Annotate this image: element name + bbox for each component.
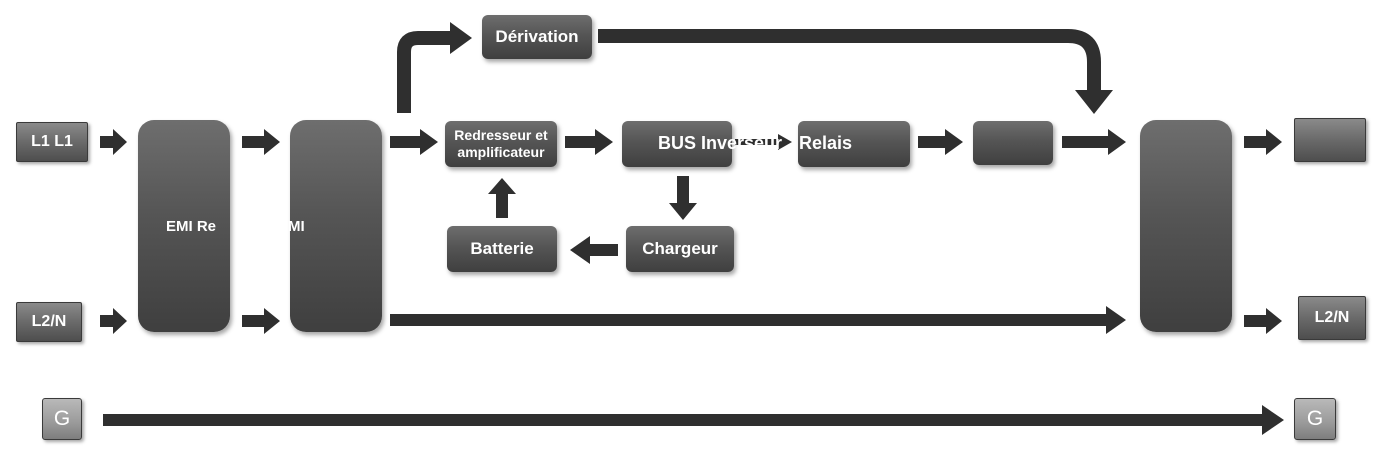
arrow-emi2-to-rectifier [390, 129, 438, 155]
bypass-label: Dérivation [495, 27, 579, 46]
terminal-in-g-label: G [53, 407, 71, 430]
battery-label: Batterie [470, 239, 534, 258]
terminal-out-l1 [1294, 118, 1366, 162]
terminal-out-l2n: L2/N [1298, 296, 1366, 340]
terminal-in-l1: L1 L1 [16, 122, 88, 162]
arrow-charger-to-battery [570, 236, 618, 264]
arrow-from-bypass [598, 29, 1101, 92]
arrow-relay-to-small-box [918, 129, 963, 155]
output-block [1140, 120, 1232, 332]
rectifier-label-line2: amplificateur [457, 144, 545, 160]
arrow-neutral-line [390, 306, 1126, 334]
arrow-l1-to-emi [100, 129, 127, 155]
terminal-out-g-label: G [1306, 407, 1324, 430]
emi-filter-block-2 [290, 120, 382, 332]
terminal-in-l2n: L2/N [16, 302, 82, 342]
relay-block [798, 121, 910, 167]
emi-filter-block [138, 120, 230, 332]
relay-label: Relais [799, 133, 853, 153]
arrow-battery-to-rectifier [488, 178, 516, 218]
arrow-emi-to-emi2-top [242, 129, 280, 155]
terminal-out-g: G [1294, 398, 1336, 440]
terminal-in-l1-label: L1 L1 [31, 133, 73, 150]
rectifier-amplifier-block: Redresseur et amplificateur [445, 121, 557, 167]
bus-inverter-block [622, 121, 732, 167]
rectifier-label-line1: Redresseur et [454, 127, 548, 143]
bus-inverter-label: BUS Inverseur [658, 133, 783, 153]
arrow-ground-line [103, 405, 1284, 435]
arrow-from-bypass-head [1075, 90, 1113, 114]
arrow-to-bypass-head [450, 22, 472, 54]
terminal-in-l2n-label: L2/N [31, 313, 67, 330]
bypass-block: Dérivation [482, 15, 592, 59]
arrow-to-bypass [397, 31, 452, 113]
battery-block: Batterie [447, 226, 557, 272]
emi-filter-label: EMI Re [166, 218, 217, 235]
charger-label: Chargeur [642, 239, 718, 258]
arrow-l2n-to-emi [100, 308, 127, 334]
arrow-rectifier-to-bus [565, 129, 613, 155]
arrow-bus-to-charger [669, 176, 697, 220]
arrow-emi-to-emi2-bottom [242, 308, 280, 334]
small-output-box [973, 121, 1053, 165]
arrow-bus-to-relay [735, 134, 792, 150]
charger-block: Chargeur [626, 226, 734, 272]
emi-filter-2-label: MI [288, 218, 305, 235]
arrow-small-box-to-output [1062, 129, 1126, 155]
arrow-output-to-out-l1 [1244, 129, 1282, 155]
terminal-out-l2n-label: L2/N [1314, 309, 1350, 326]
terminal-in-g: G [42, 398, 82, 440]
arrow-output-to-out-l2n [1244, 308, 1282, 334]
